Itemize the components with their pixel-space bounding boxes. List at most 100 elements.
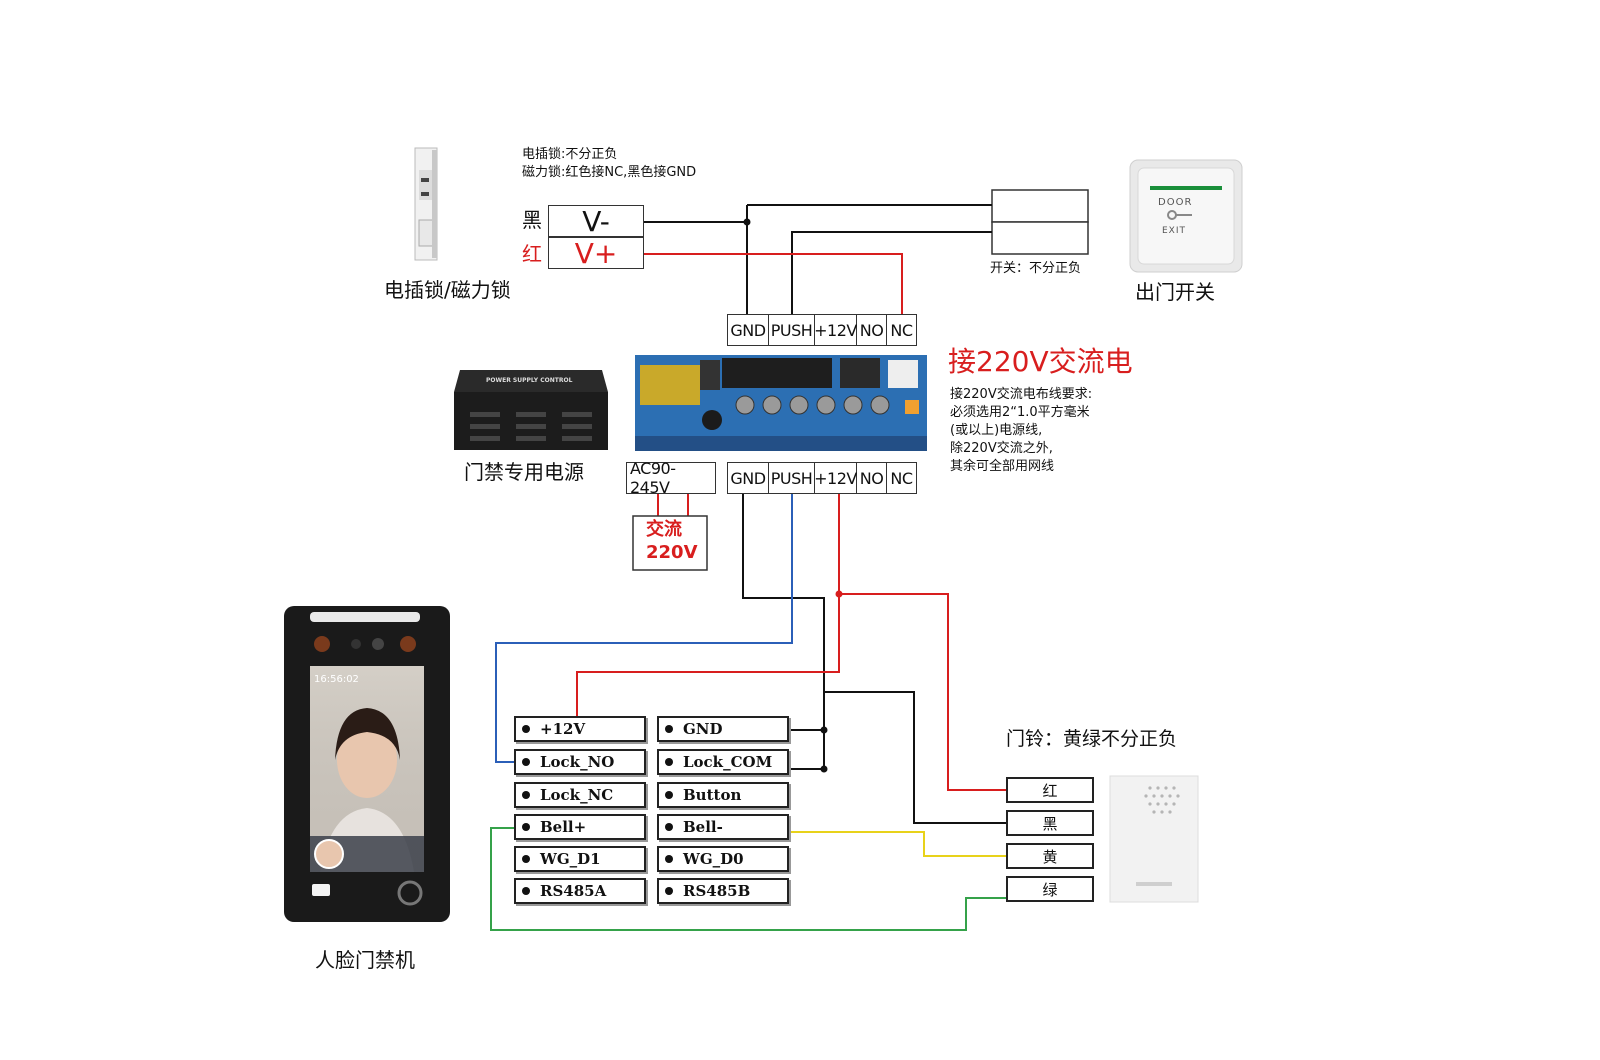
pin-label: WG_D1 — [540, 850, 601, 868]
ac-box-line1: 交流 — [646, 519, 682, 540]
lock-black-label: 黑 — [522, 208, 542, 232]
pin-rs485b: RS485B — [657, 878, 789, 904]
lock-note-line1: 电插锁:不分正负 — [522, 147, 618, 162]
lock-vplus-text: V+ — [574, 236, 618, 270]
wire-push-lock-no — [495, 492, 793, 763]
bell-wire-yellow: 黄 — [1006, 843, 1094, 869]
pin-dot — [522, 758, 530, 766]
wire-bell-minus-yellow — [789, 831, 1006, 857]
power-supply-caption: 门禁专用电源 — [464, 460, 584, 484]
power-bottom-terminals: GND PUSH +12V NO NC — [727, 462, 917, 494]
exit-plate-bottom: EXIT — [1162, 226, 1187, 236]
wire-gnd-bell-black — [824, 691, 1006, 824]
pin-label: Lock_NC — [540, 786, 614, 804]
bottom-terminal-no: NO — [857, 462, 887, 494]
pin-dot — [665, 725, 673, 733]
face-terminal-caption: 人脸门禁机 — [315, 948, 415, 972]
bell-wire-black: 黑 — [1006, 810, 1094, 836]
face-terminal-device-icon — [284, 606, 450, 922]
doorbell-icon — [1109, 775, 1199, 903]
pin-label: RS485B — [683, 882, 751, 900]
power-board-pcb-icon — [635, 355, 927, 451]
pin-label: Bell- — [683, 818, 723, 836]
pin-wg-d0: WG_D0 — [657, 846, 789, 872]
pin-dot — [665, 855, 673, 863]
bell-wire-green: 绿 — [1006, 876, 1094, 902]
pin-label: WG_D0 — [683, 850, 744, 868]
exit-plate-top: DOOR — [1158, 197, 1193, 208]
ac-box-line2: 220V — [646, 542, 698, 563]
pin-label: Bell+ — [540, 818, 587, 836]
lock-vplus-box: V+ — [548, 236, 644, 270]
pin-dot — [665, 823, 673, 831]
pin-label: Lock_NO — [540, 753, 615, 771]
pin-dot — [522, 823, 530, 831]
pin-gnd: GND — [657, 716, 789, 742]
pin-bell-plus: Bell+ — [514, 814, 646, 840]
pin-wg-d1: WG_D1 — [514, 846, 646, 872]
exit-switch-caption: 出门开关 — [1135, 280, 1215, 304]
ac-info-line1: 接220V交流电布线要求: — [950, 387, 1093, 402]
pin-dot — [665, 758, 673, 766]
ac-info-line3: (或以上)电源线, — [950, 423, 1043, 438]
pin-lock-com: Lock_COM — [657, 749, 789, 775]
top-terminal-gnd: GND — [727, 314, 769, 346]
wire-lock-vminus-gnd — [644, 221, 748, 314]
pin-label: Lock_COM — [683, 753, 773, 771]
exit-button-icon — [1129, 159, 1243, 273]
ac-info-line5: 其余可全部用网线 — [950, 459, 1055, 474]
wire-push-exit — [791, 231, 992, 314]
top-terminal-no: NO — [857, 314, 887, 346]
wire-gnd-main — [742, 492, 825, 769]
pin-12v: +12V — [514, 716, 646, 742]
pin-lock-no: Lock_NO — [514, 749, 646, 775]
power-case-label: POWER SUPPLY CONTROL — [486, 377, 573, 384]
electric-lock-icon — [414, 147, 438, 261]
top-terminal-push: PUSH — [769, 314, 815, 346]
ac-info-title: 接220V交流电 — [948, 345, 1133, 378]
wire-12v-main — [576, 492, 840, 716]
lock-vminus-box: V- — [548, 204, 644, 238]
wire-bell-plus-green — [490, 827, 1006, 931]
screen-time: 16:56:02 — [314, 674, 359, 685]
exit-switch-box-bottom — [991, 221, 1089, 255]
wire-lock-vplus-nc — [644, 253, 903, 314]
wire-12v-bell-red — [839, 593, 1006, 791]
bottom-terminal-push: PUSH — [769, 462, 815, 494]
bottom-terminal-12v: +12V — [814, 462, 857, 494]
top-terminal-nc: NC — [887, 314, 917, 346]
lock-red-label: 红 — [522, 242, 542, 266]
top-terminal-12v: +12V — [814, 314, 857, 346]
pin-bell-minus: Bell- — [657, 814, 789, 840]
pin-label: RS485A — [540, 882, 607, 900]
pin-dot — [522, 725, 530, 733]
pin-button: Button — [657, 782, 789, 808]
power-ac-terminal: AC90-245V — [626, 459, 716, 497]
pin-rs485a: RS485A — [514, 878, 646, 904]
pin-label: +12V — [540, 720, 586, 738]
doorbell-note: 门铃：黄绿不分正负 — [1006, 728, 1178, 750]
exit-switch-note: 开关：不分正负 — [990, 261, 1082, 276]
bottom-terminal-gnd: GND — [727, 462, 769, 494]
ac-info-line4: 除220V交流之外, — [950, 441, 1053, 456]
pin-dot — [522, 887, 530, 895]
ac-terminal-label: AC90-245V — [626, 459, 716, 497]
pin-dot — [665, 887, 673, 895]
pin-lock-nc: Lock_NC — [514, 782, 646, 808]
exit-switch-box-top — [991, 189, 1089, 223]
pin-dot — [522, 855, 530, 863]
pin-dot — [522, 791, 530, 799]
ac-info-line2: 必须选用2“1.0平方毫米 — [950, 405, 1090, 420]
lock-vminus-text: V- — [582, 204, 610, 238]
pin-label: GND — [683, 720, 723, 738]
pin-label: Button — [683, 786, 742, 804]
power-supply-case-icon — [454, 370, 608, 450]
lock-caption: 电插锁/磁力锁 — [384, 278, 511, 302]
pin-dot — [665, 791, 673, 799]
ac-220v-box — [632, 515, 708, 571]
bell-wire-red: 红 — [1006, 777, 1094, 803]
lock-note-line2: 磁力锁:红色接NC,黑色接GND — [522, 165, 697, 180]
power-top-terminals: GND PUSH +12V NO NC — [727, 314, 917, 346]
